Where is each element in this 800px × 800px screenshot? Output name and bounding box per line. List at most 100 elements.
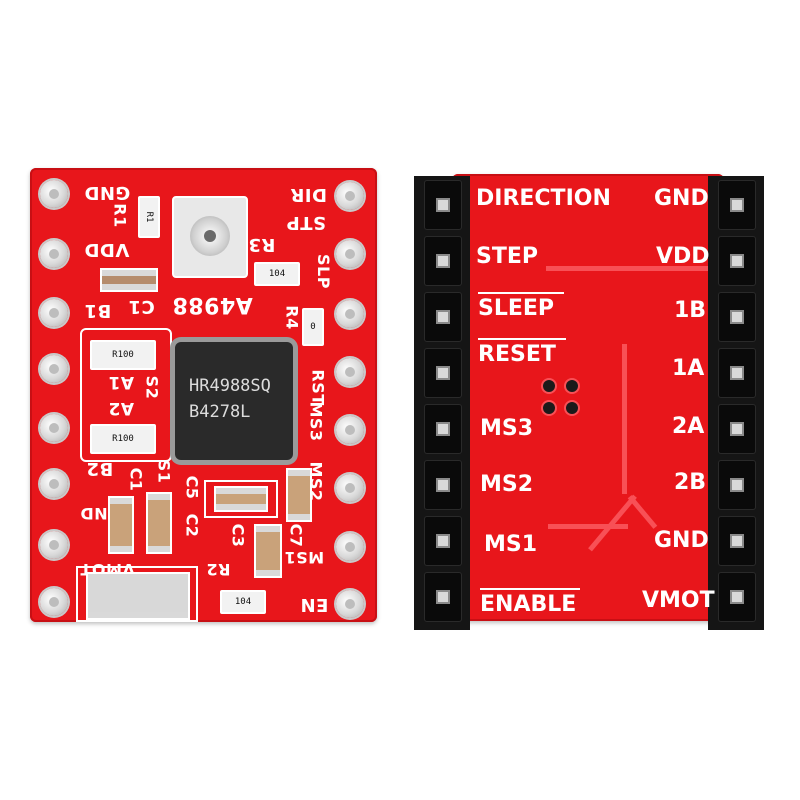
label-ms1: MS1 xyxy=(484,532,538,557)
overline xyxy=(480,588,580,590)
header-pin xyxy=(718,516,756,566)
label-gnd-bottom: GND xyxy=(654,528,709,553)
via xyxy=(543,380,555,392)
header-pin xyxy=(718,180,756,230)
pin-header-left xyxy=(414,176,470,630)
capacitor xyxy=(100,268,158,292)
pin-pad xyxy=(40,355,68,383)
label-step: STEP xyxy=(476,244,539,269)
header-pin xyxy=(424,516,462,566)
pin-pad xyxy=(40,470,68,498)
pin-pad xyxy=(40,299,68,327)
resistor-104-b: 104 xyxy=(220,590,266,614)
label-c2: C2 xyxy=(182,513,202,538)
resistor-r100-b: R100 xyxy=(90,424,156,454)
header-pin xyxy=(424,236,462,286)
trace xyxy=(546,266,716,271)
header-pin xyxy=(424,292,462,342)
label-enable: ENABLE xyxy=(480,592,577,617)
capacitor xyxy=(286,468,312,522)
label-reset: RESET xyxy=(478,342,556,367)
outline-box xyxy=(80,328,172,462)
label-b1: B1 xyxy=(84,300,112,321)
pin-pad xyxy=(336,416,364,444)
label-vmot: VMOT xyxy=(642,588,715,613)
label-vdd: VDD xyxy=(656,244,710,269)
header-pin xyxy=(424,572,462,622)
pin-pad xyxy=(336,358,364,386)
capacitor xyxy=(146,492,172,554)
pin-header-right xyxy=(708,176,764,630)
label-r3: R3 xyxy=(248,234,276,255)
label-stp: STP xyxy=(286,212,326,233)
label-2b: 2B xyxy=(674,470,707,495)
overline xyxy=(478,338,566,340)
label-dir: DIR xyxy=(290,184,327,205)
pin-pad xyxy=(40,414,68,442)
resistor-r100-a: R100 xyxy=(90,340,156,370)
driver-chip: HR4988SQ B4278L xyxy=(175,342,293,460)
header-pin xyxy=(424,404,462,454)
label-slp: SLP xyxy=(313,254,333,289)
outline-box xyxy=(204,480,278,518)
label-s1: S1 xyxy=(154,459,174,484)
label-ms2: MS2 xyxy=(480,472,534,497)
capacitor xyxy=(254,524,282,578)
chip-line-2: B4278L xyxy=(189,402,251,422)
pin-pad xyxy=(40,180,68,208)
label-ms1: MS1 xyxy=(284,548,325,567)
label-model: A4988 xyxy=(172,292,253,317)
trace xyxy=(548,524,628,529)
header-pin xyxy=(718,236,756,286)
label-1a: 1A xyxy=(672,356,705,381)
header-pin xyxy=(424,460,462,510)
label-r4: R4 xyxy=(282,305,302,330)
header-pin xyxy=(424,348,462,398)
pin-pad xyxy=(336,182,364,210)
overline xyxy=(478,292,564,294)
label-gnd: GND xyxy=(84,182,131,203)
capacitor xyxy=(214,486,268,512)
pin-pad xyxy=(40,240,68,268)
header-pin xyxy=(424,180,462,230)
label-ms3: MS3 xyxy=(306,401,326,442)
label-ms3: MS3 xyxy=(480,416,534,441)
trace xyxy=(622,344,627,494)
label-c1: C1 xyxy=(128,296,155,317)
label-c7: C7 xyxy=(286,523,306,548)
header-pin xyxy=(718,292,756,342)
resistor-r4: 0 xyxy=(302,308,324,346)
label-en: EN xyxy=(300,594,329,615)
driver-board-back xyxy=(452,174,724,621)
pot-knob-icon[interactable] xyxy=(190,216,230,256)
potentiometer[interactable] xyxy=(172,196,248,278)
label-r2: R2 xyxy=(206,560,231,579)
via xyxy=(543,402,555,414)
label-sleep: SLEEP xyxy=(478,296,555,321)
label-c5: C5 xyxy=(182,475,202,500)
pin-pad xyxy=(336,240,364,268)
pin-pad xyxy=(40,588,68,616)
label-c3: C3 xyxy=(228,523,248,548)
label-direction: DIRECTION xyxy=(476,186,611,211)
outline-box xyxy=(76,566,198,622)
label-rst: RST xyxy=(308,369,328,406)
pin-pad xyxy=(40,531,68,559)
pin-pad xyxy=(336,300,364,328)
via xyxy=(566,380,578,392)
label-c1-b: C1 xyxy=(126,467,146,492)
header-pin xyxy=(718,348,756,398)
header-pin xyxy=(718,460,756,510)
label-vdd: VDD xyxy=(84,239,130,260)
via xyxy=(566,402,578,414)
resistor-104-a: 104 xyxy=(254,262,300,286)
label-1b: 1B xyxy=(674,298,707,323)
label-gnd-top: GND xyxy=(654,186,709,211)
capacitor xyxy=(108,496,134,554)
pin-pad xyxy=(336,533,364,561)
pin-pad xyxy=(336,474,364,502)
header-pin xyxy=(718,572,756,622)
resistor-r1: R1 xyxy=(138,196,160,238)
label-2a: 2A xyxy=(672,414,705,439)
chip-line-1: HR4988SQ xyxy=(189,376,271,396)
